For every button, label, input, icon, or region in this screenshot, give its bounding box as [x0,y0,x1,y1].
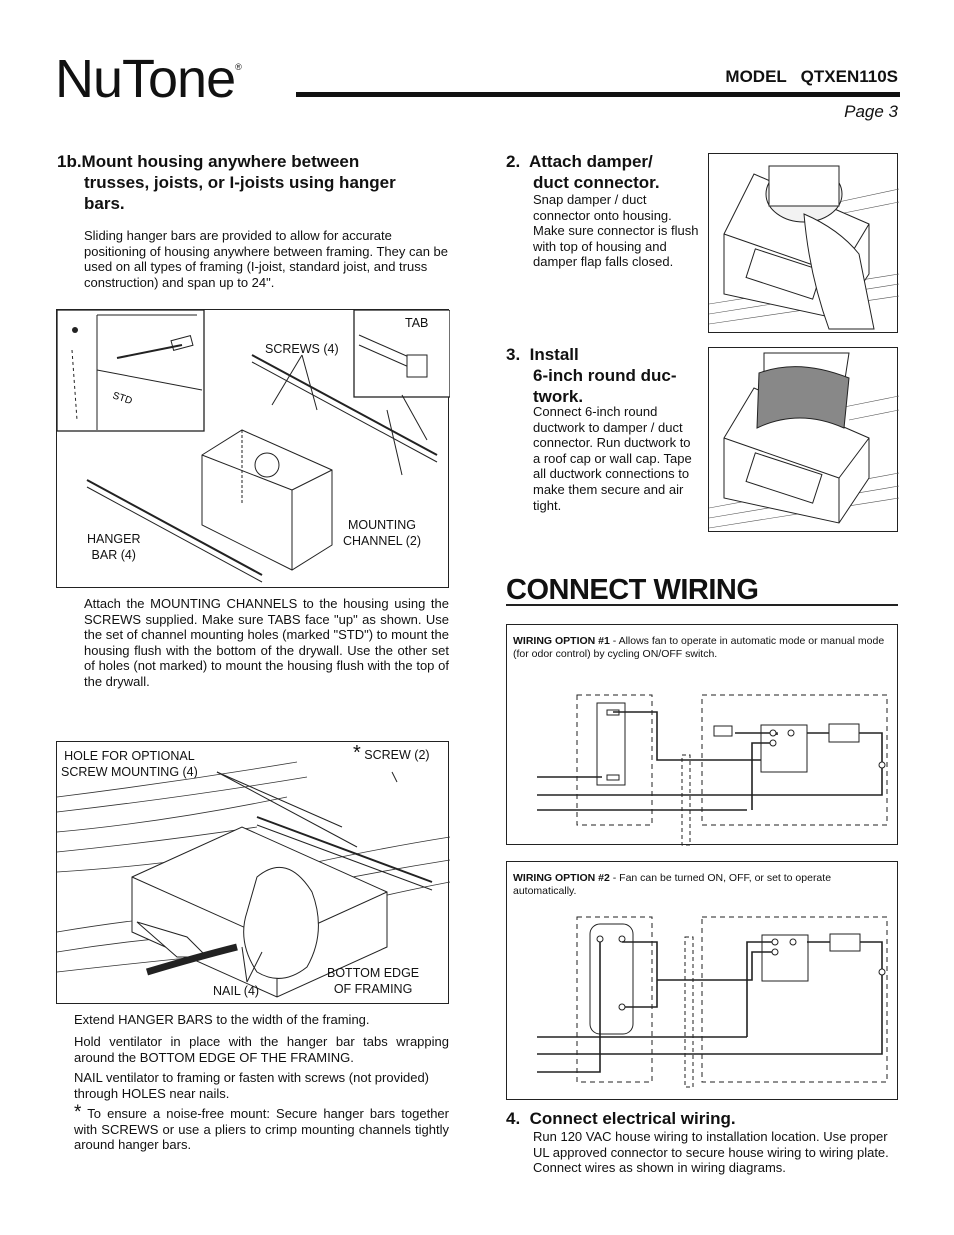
asterisk: * [353,742,361,764]
wiring-option-2-desc: - Fan can be turned ON, OFF, or set to o… [513,872,832,897]
step-1b-title-line: bars. [84,194,125,213]
mounting-channel-label: MOUNTING CHANNEL (2) [343,517,421,549]
wiring-diagram-1 [537,694,888,846]
wiring-diagram-2 [537,916,888,1088]
step-1b-title-line: trusses, joists, or I-joists using hange… [84,173,396,192]
figure-ductwork-drawing [709,352,899,529]
wiring-option-1-label: WIRING OPTION #1 [513,635,610,647]
nail-label: NAIL (4) [213,984,260,998]
header-rule [296,92,900,97]
wiring-option-2-text: WIRING OPTION #2 - Fan can be turned ON,… [513,872,893,898]
step-3-title-line: twork. [533,387,584,406]
hanger-bar-label-line: HANGER [87,532,141,546]
step-4-body: Run 120 VAC house wiring to installation… [533,1129,889,1176]
note-asterisk: * [74,1102,82,1123]
hole-label-line: HOLE FOR OPTIONAL [64,749,195,763]
screws-label: SCREWS (4) [265,342,339,356]
figure-mounting-channels: STD TAB SCREWS (4) HANGER BAR (4) MOUNTI… [56,309,450,588]
step-1b-intro: Sliding hanger bars are provided to allo… [84,228,448,290]
brand-logo: NuTone® [55,48,242,110]
hanger-bar-label: HANGER BAR (4) [87,531,140,563]
hole-label-line: SCREW MOUNTING (4) [61,765,198,779]
mounting-channel-label-line: MOUNTING [347,518,417,532]
brand-mark: ® [235,62,242,72]
step-4-title: 4. Connect electrical wiring. [506,1109,736,1128]
step-1b-title: 1b.Mount housing anywhere between trusse… [57,151,457,214]
wiring-option-1-box: WIRING OPTION #1 - Allows fan to operate… [506,624,898,846]
mounting-channels-text: Attach the MOUNTING CHANNELS to the hous… [84,596,449,689]
nail-text: NAIL ventilator to framing or fasten wit… [74,1070,429,1101]
hole-label: HOLE FOR OPTIONAL SCREW MOUNTING (4) [61,748,198,780]
screw-label: * SCREW (2) [353,742,430,764]
hold-text: Hold ventilator in place with the hanger… [74,1034,449,1065]
wiring-option-2-box: WIRING OPTION #2 - Fan can be turned ON,… [506,861,898,1100]
brand-name: NuTone [55,49,236,109]
step-2-body: Snap damper / duct connector onto housin… [533,192,699,270]
figure-hanger-bars-drawing [57,761,450,998]
figure-damper-drawing [709,165,899,330]
note-text: To ensure a noise-free mount: Secure han… [74,1106,449,1153]
bottom-edge-label-line: OF FRAMING [333,982,413,996]
step-2-title-line: duct connector. [533,173,660,192]
page-number: Page 3 [844,102,898,121]
mounting-channel-label-line: CHANNEL (2) [343,534,422,548]
step-3-body: Connect 6-inch round ductwork to damper … [533,404,692,513]
bottom-edge-label-line: BOTTOM EDGE [327,966,420,980]
noise-note: * To ensure a noise-free mount: Secure h… [74,1102,449,1153]
figure-mounting-channels-drawing: STD [57,310,450,583]
figure-ductwork [708,347,899,532]
connect-wiring-rule [506,604,898,606]
step-3-title-line: 6-inch round duc- [533,366,677,385]
model-number: MODEL QTXEN110S [725,67,898,86]
figure-hanger-bars: HOLE FOR OPTIONAL SCREW MOUNTING (4) * S… [56,741,450,1004]
step-2-title-line: 2. Attach damper/ [506,152,653,171]
step-2-title: 2. Attach damper/ duct connector. [506,151,706,193]
step-1b-title-line: 1b.Mount housing anywhere between [57,152,360,171]
tab-label: TAB [405,316,429,330]
wiring-option-1-text: WIRING OPTION #1 - Allows fan to operate… [513,635,891,661]
hanger-bar-label-line: BAR (4) [91,548,136,562]
bottom-edge-label: BOTTOM EDGE OF FRAMING [327,965,419,997]
connect-wiring-title: CONNECT WIRING [506,574,759,606]
figure-damper [708,153,899,333]
step-3-title-line: 3. Install [506,345,579,364]
step-3-title: 3. Install 6-inch round duc- twork. [506,344,706,407]
extend-text: Extend HANGER BARS to the width of the f… [74,1012,370,1027]
screw-label-text: SCREW (2) [364,748,430,762]
wiring-option-1-desc: - Allows fan to operate in automatic mod… [513,635,885,660]
wiring-option-2-label: WIRING OPTION #2 [513,872,610,884]
